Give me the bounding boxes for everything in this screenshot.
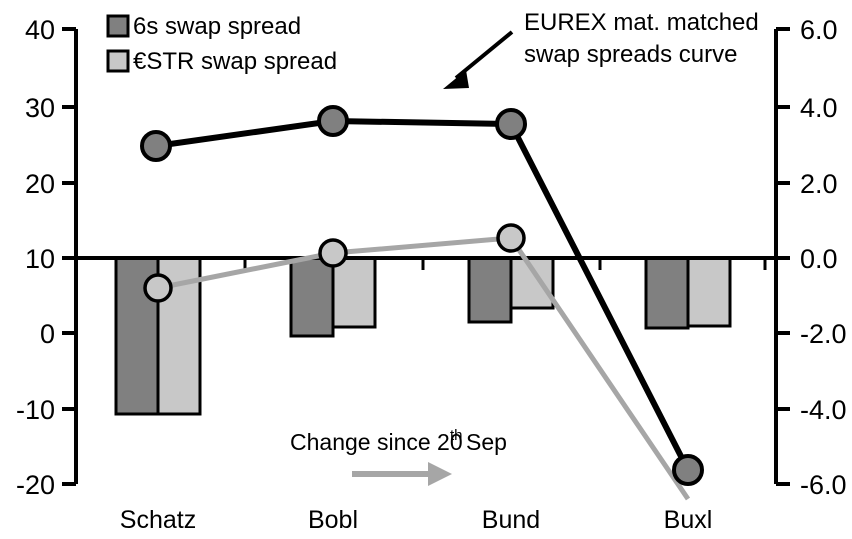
estr-change-marker-bund [496,223,526,253]
right-axis-label--4: -4.0 [800,395,847,425]
legend: 6s swap spread €STR swap spread [106,13,337,75]
left-axis: 40 30 20 10 0 -10 -20 [16,15,78,500]
eurex-annotation-arrow-icon [443,30,514,89]
estr-change-marker-bobl [318,238,348,268]
bar-6s-buxl [644,256,690,330]
left-axis-label--20: -20 [16,470,55,500]
category-label-buxl: Buxl [664,506,713,534]
bar-estr-buxl [686,256,732,328]
eurex-curve-series [140,105,704,486]
eurex-marker-bund [495,108,527,140]
bar-6s-bobl [289,256,335,338]
legend-swatch-estr-swap-spread [106,49,130,73]
legend-swatch-6s-swap-spread [106,14,130,38]
eurex-annotation-line2: swap spreads curve [524,41,737,68]
legend-label-estr-swap-spread: €STR swap spread [133,48,337,75]
eurex-marker-bobl [317,105,349,137]
bar-estr-bobl [331,256,377,329]
right-axis: 6.0 4.0 2.0 0.0 -2.0 -4.0 -6.0 [774,15,847,500]
change-since-arrow-icon [352,462,452,486]
left-axis-label-40: 40 [25,15,55,45]
left-axis-label--10: -10 [16,395,55,425]
change-since-note: Change since 20 th Sep [290,427,507,486]
category-axis [76,256,776,270]
eurex-curve-line [155,117,691,472]
right-axis-label--6: -6.0 [800,470,847,500]
right-axis-label-2: 2.0 [800,169,838,199]
right-axis-label-4: 4.0 [800,93,838,123]
left-axis-label-10: 10 [25,244,55,274]
right-axis-label-6: 6.0 [800,15,838,45]
right-axis-label-0: 0.0 [800,244,838,274]
category-labels: Schatz Bobl Bund Buxl [120,506,713,534]
change-since-note-text-after: Sep [466,429,507,455]
eurex-curve-annotation: EUREX mat. matched swap spreads curve [443,9,759,89]
estr-change-line [157,235,691,501]
left-axis-label-20: 20 [25,169,55,199]
bar-estr-bund [509,256,555,310]
bar-6s-bund [467,256,513,324]
category-label-bund: Bund [482,506,540,534]
category-label-schatz: Schatz [120,506,196,534]
change-since-note-text: Change since 20 [290,429,463,455]
category-label-bobl: Bobl [308,506,358,534]
eurex-marker-buxl [672,454,704,486]
estr-change-line-series [143,223,691,501]
change-since-note-superscript: th [450,427,463,444]
eurex-marker-schatz [140,130,172,162]
bars-group [114,256,732,416]
right-axis-label--2: -2.0 [800,319,847,349]
eurex-annotation-line1: EUREX mat. matched [524,9,759,36]
legend-label-6s-swap-spread: 6s swap spread [133,13,301,40]
left-axis-label-0: 0 [40,319,55,349]
left-axis-label-30: 30 [25,93,55,123]
estr-change-marker-schatz [143,273,173,303]
